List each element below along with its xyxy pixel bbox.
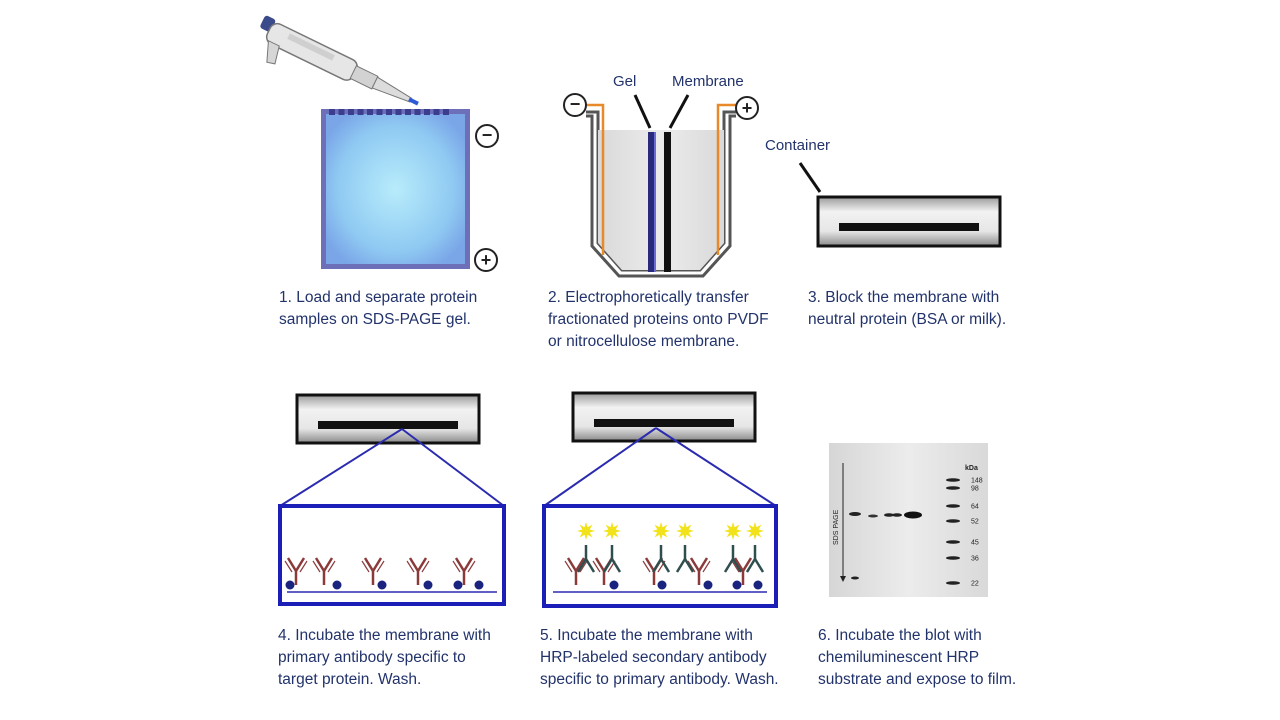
target-protein-bead	[423, 580, 433, 590]
step-6-caption: 6. Incubate the blot with chemiluminesce…	[818, 627, 1017, 688]
container-label: Container	[765, 137, 830, 154]
target-protein-bead	[474, 580, 484, 590]
secondary-antibody	[723, 545, 743, 573]
primary-antibody	[687, 557, 711, 585]
gel-well	[376, 109, 383, 115]
marker-label: 36	[971, 556, 979, 563]
gel-plus-electrode: +	[474, 248, 498, 272]
sds-page-gel	[321, 109, 470, 269]
membrane-label: Membrane	[672, 73, 744, 90]
marker-band	[946, 540, 960, 544]
blot-axis-label: SDS PAGE	[833, 509, 840, 545]
marker-band	[946, 486, 960, 490]
gel-label: Gel	[613, 73, 636, 90]
marker-band	[946, 581, 960, 585]
target-protein-bead	[657, 580, 667, 590]
primary-incubation-container	[295, 393, 481, 445]
gel-wells	[329, 109, 449, 115]
gel-well	[386, 109, 392, 115]
transfer-tank	[585, 103, 736, 278]
target-protein-bead	[732, 580, 742, 590]
kda-unit: kDa	[965, 465, 978, 472]
gel-well	[348, 109, 354, 115]
target-protein-bead	[753, 580, 763, 590]
marker-label: 45	[971, 540, 979, 547]
marker-label: 64	[971, 504, 979, 511]
zoom-lines	[279, 428, 505, 507]
step-2-caption: 2. Electrophoretically transfer fraction…	[548, 289, 769, 350]
gel-well	[329, 109, 335, 115]
plus-sign: +	[742, 98, 753, 118]
gel-well	[414, 109, 421, 115]
hrp-star-icon	[724, 522, 742, 540]
gel-well	[395, 109, 402, 115]
secondary-antibody	[651, 545, 671, 573]
blocking-container	[816, 195, 1002, 248]
hrp-star-icon	[676, 522, 694, 540]
target-protein-bead	[453, 580, 463, 590]
secondary-antibody	[576, 545, 596, 573]
gel-well	[405, 109, 411, 115]
marker-label: 22	[971, 581, 979, 588]
marker-band	[946, 478, 960, 482]
marker-band	[946, 556, 960, 560]
hrp-star-icon	[652, 522, 670, 540]
marker-band	[946, 519, 960, 523]
primary-antibody	[284, 557, 308, 585]
gel-well	[357, 109, 364, 115]
secondary-antibody-panel	[564, 522, 765, 590]
zoom-lines	[543, 427, 777, 507]
pipette-icon	[260, 15, 419, 106]
step-3-caption: 3. Block the membrane with neutral prote…	[808, 289, 1007, 328]
hrp-star-icon	[746, 522, 764, 540]
tank-plus-electrode: +	[735, 96, 759, 120]
primary-antibody	[452, 557, 476, 585]
step-4-caption: 4. Incubate the membrane with primary an…	[278, 627, 491, 688]
target-protein-bead	[285, 580, 295, 590]
primary-antibody	[406, 557, 430, 585]
target-protein-bead	[703, 580, 713, 590]
plus-sign: +	[481, 250, 492, 270]
gel-well	[443, 109, 449, 115]
step-1-caption: 1. Load and separate protein samples on …	[279, 289, 478, 328]
primary-antibody	[564, 557, 588, 585]
minus-sign: −	[570, 94, 581, 114]
gel-minus-electrode: −	[475, 124, 499, 148]
secondary-antibody	[745, 545, 765, 573]
step-5-caption: 5. Incubate the membrane with HRP-labele…	[540, 627, 779, 688]
secondary-antibody	[675, 545, 695, 573]
gel-well	[338, 109, 345, 115]
secondary-antibody	[602, 545, 622, 573]
primary-antibody	[361, 557, 385, 585]
tank-minus-electrode: −	[563, 93, 587, 117]
target-protein-bead	[332, 580, 342, 590]
hrp-star-icon	[603, 522, 621, 540]
arrow-head	[840, 576, 846, 582]
hrp-star-icon	[577, 522, 595, 540]
membrane-pointer	[668, 94, 690, 129]
primary-antibody-panel	[284, 557, 484, 590]
primary-zoom-frame	[278, 504, 506, 606]
gel-well	[367, 109, 373, 115]
gel-well	[424, 109, 430, 115]
sample-bands	[849, 511, 922, 580]
gel-well	[433, 109, 440, 115]
container-pointer	[798, 162, 822, 193]
target-protein-bead	[609, 580, 619, 590]
gel-pointer	[633, 94, 652, 129]
primary-antibody	[312, 557, 336, 585]
target-protein-bead	[377, 580, 387, 590]
marker-label: 98	[971, 486, 979, 493]
marker-label: 52	[971, 519, 979, 526]
marker-band	[946, 504, 960, 508]
minus-sign: −	[482, 125, 493, 145]
marker-label: 148	[971, 478, 983, 485]
